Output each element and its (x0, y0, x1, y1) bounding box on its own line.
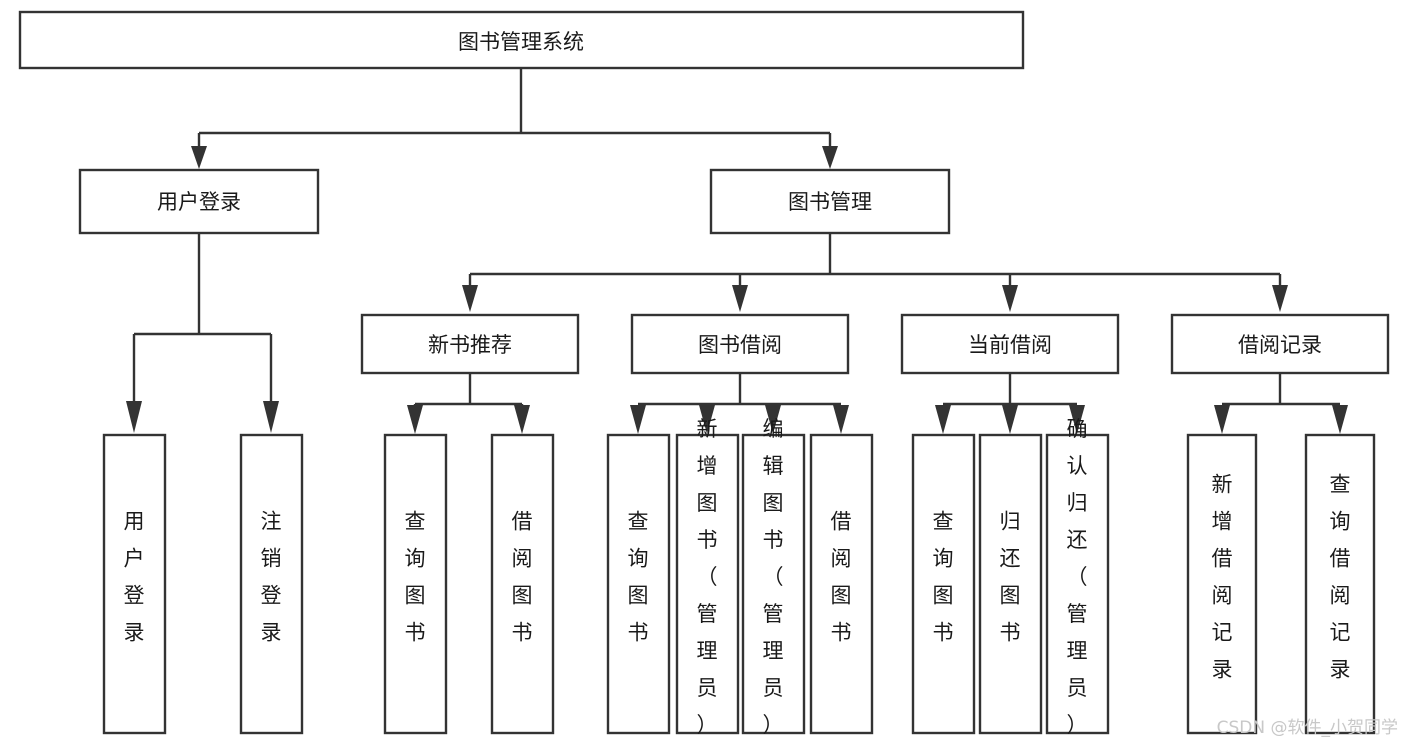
node-book-borrow-label: 图书借阅 (698, 333, 782, 357)
arrowhead-current-borrow (1002, 285, 1018, 312)
arrowhead-leaf-add-book (699, 405, 715, 434)
node-book-borrow[interactable]: 图书借阅 (630, 313, 850, 375)
csdn-watermark: CSDN @软件_小贺同学 (1217, 718, 1398, 738)
node-leaf-query-book-3[interactable]: 查询图书 (911, 433, 976, 735)
node-leaf-return-book-label: 归还图书 (1000, 510, 1021, 645)
arrowhead-leaf-add-record (1214, 405, 1230, 434)
node-leaf-borrow-book-2[interactable]: 借阅图书 (809, 433, 874, 735)
node-leaf-query-book-2-box[interactable] (606, 433, 671, 735)
node-leaf-query-record-box[interactable] (1304, 433, 1376, 735)
arrowhead-new-book-recommend (462, 285, 478, 312)
node-leaf-borrow-book-2-box[interactable] (809, 433, 874, 735)
node-leaf-user-login-label: 用户登录 (124, 510, 145, 645)
node-root-label: 图书管理系统 (458, 30, 584, 54)
node-leaf-borrow-book-2-label: 借阅图书 (831, 510, 852, 645)
node-leaf-return-book-box[interactable] (978, 433, 1043, 735)
node-leaf-query-book-3-box[interactable] (911, 433, 976, 735)
node-book-borrow-box[interactable] (630, 313, 850, 375)
arrowhead-leaf-confirm-return (1069, 405, 1085, 434)
node-leaf-confirm-return[interactable]: 确认归还（管理员） (1045, 417, 1110, 737)
arrowhead-leaf-query-book-1 (407, 405, 423, 434)
node-leaf-edit-book[interactable]: 编辑图书（管理员） (741, 417, 806, 737)
connectors-layer (126, 68, 1348, 434)
node-leaf-logout-login[interactable]: 注销登录 (239, 433, 304, 735)
node-root[interactable]: 图书管理系统 (18, 10, 1025, 70)
node-leaf-add-book-box[interactable] (675, 433, 740, 735)
node-leaf-query-book-1-label: 查询图书 (405, 510, 426, 645)
node-book-manage-box[interactable] (709, 168, 951, 235)
node-new-book-recommend-box[interactable] (360, 313, 580, 375)
node-current-borrow-box[interactable] (900, 313, 1120, 375)
node-leaf-query-record-label: 查询借阅记录 (1330, 473, 1351, 682)
arrowhead-leaf-query-record (1332, 405, 1348, 434)
node-book-manage[interactable]: 图书管理 (709, 168, 951, 235)
node-leaf-query-book-2[interactable]: 查询图书 (606, 433, 671, 735)
arrowhead-leaf-borrow-book-1 (514, 405, 530, 434)
node-root-box[interactable] (18, 10, 1025, 70)
node-leaf-logout-login-box[interactable] (239, 433, 304, 735)
node-leaf-edit-book-box[interactable] (741, 433, 806, 735)
node-new-book-recommend[interactable]: 新书推荐 (360, 313, 580, 375)
node-leaf-query-book-1[interactable]: 查询图书 (383, 433, 448, 735)
node-current-borrow-label: 当前借阅 (968, 333, 1052, 357)
node-leaf-borrow-book-1-box[interactable] (490, 433, 555, 735)
arrowhead-leaf-return-book (1002, 405, 1018, 434)
node-user-login[interactable]: 用户登录 (78, 168, 320, 235)
node-leaf-query-book-2-label: 查询图书 (628, 510, 649, 645)
node-borrow-record-label: 借阅记录 (1238, 333, 1322, 357)
node-leaf-logout-login-label: 注销登录 (261, 510, 282, 645)
node-leaf-borrow-book-1-label: 借阅图书 (512, 510, 533, 645)
node-leaf-confirm-return-label: 确认归还（管理员） (1067, 417, 1088, 737)
node-user-login-label: 用户登录 (157, 190, 241, 214)
node-leaf-borrow-book-1[interactable]: 借阅图书 (490, 433, 555, 735)
node-current-borrow[interactable]: 当前借阅 (900, 313, 1120, 375)
node-leaf-add-record[interactable]: 新增借阅记录 (1186, 433, 1258, 735)
arrowhead-leaf-query-book-2 (630, 405, 646, 434)
arrowhead-borrow-record (1272, 285, 1288, 312)
node-leaf-user-login-box[interactable] (102, 433, 167, 735)
node-leaf-add-book-label: 新增图书（管理员） (697, 417, 718, 737)
node-leaf-add-record-label: 新增借阅记录 (1212, 473, 1233, 682)
node-borrow-record[interactable]: 借阅记录 (1170, 313, 1390, 375)
arrowhead-user-login (191, 146, 207, 169)
node-leaf-query-record[interactable]: 查询借阅记录 (1304, 433, 1376, 735)
node-leaf-add-book[interactable]: 新增图书（管理员） (675, 417, 740, 737)
node-leaf-add-record-box[interactable] (1186, 433, 1258, 735)
arrowhead-leaf-query-book-3 (935, 405, 951, 434)
node-borrow-record-box[interactable] (1170, 313, 1390, 375)
node-leaf-return-book[interactable]: 归还图书 (978, 433, 1043, 735)
arrowhead-book-borrow (732, 285, 748, 312)
arrowhead-leaf-logout-login (263, 401, 279, 433)
node-leaf-user-login[interactable]: 用户登录 (102, 433, 167, 735)
arrowhead-leaf-edit-book (765, 405, 781, 434)
node-book-manage-label: 图书管理 (788, 190, 872, 214)
arrowhead-book-manage (822, 146, 838, 169)
node-leaf-query-book-3-label: 查询图书 (933, 510, 954, 645)
node-leaf-query-book-1-box[interactable] (383, 433, 448, 735)
arrowhead-leaf-user-login (126, 401, 142, 433)
node-user-login-box[interactable] (78, 168, 320, 235)
node-new-book-recommend-label: 新书推荐 (428, 333, 512, 357)
arrowhead-leaf-borrow-book-2 (833, 405, 849, 434)
node-leaf-edit-book-label: 编辑图书（管理员） (763, 417, 784, 737)
node-leaf-confirm-return-box[interactable] (1045, 433, 1110, 735)
